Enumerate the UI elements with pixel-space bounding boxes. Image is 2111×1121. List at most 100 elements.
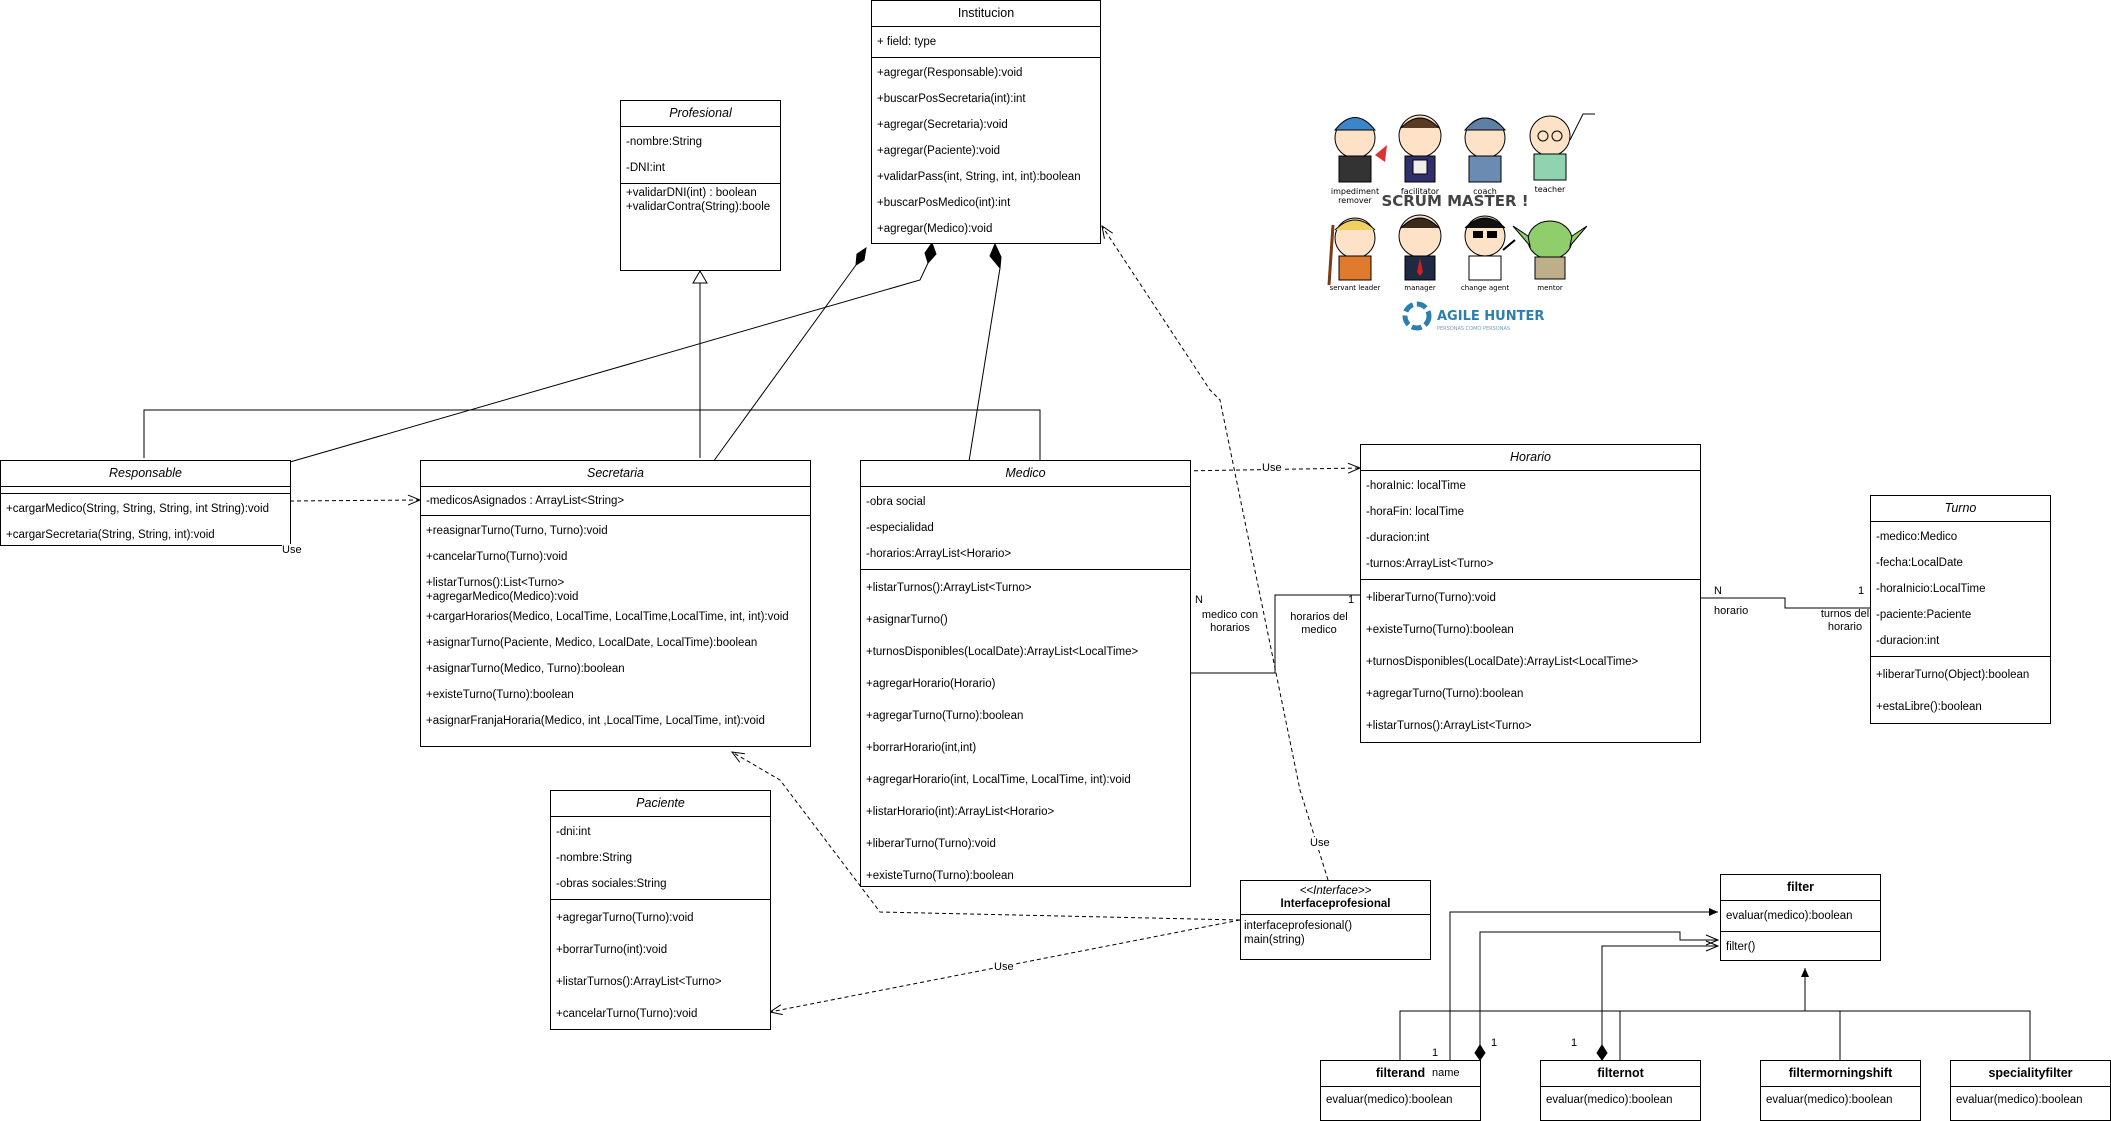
method: +cargarMedico(String, String, String, in… (6, 503, 270, 515)
filterand-to-filter (1449, 908, 1718, 1060)
role-label: turnos del horario (1820, 608, 1870, 633)
method: +listarTurnos():List<Turno> (426, 577, 565, 589)
fields-section: -obra social -especialidad -horarios:Arr… (861, 487, 1190, 570)
class-turno[interactable]: Turno -medico:Medico -fecha:LocalDate -h… (1870, 495, 2051, 724)
class-profesional[interactable]: Profesional -nombre:String -DNI:int +val… (620, 100, 781, 271)
field: -obra social (866, 496, 926, 508)
svg-text:AGILE HUNTER: AGILE HUNTER (1437, 309, 1544, 324)
method: +agregar(Paciente):void (877, 145, 1001, 157)
multiplicity-label: N (1195, 594, 1203, 606)
method: +asignarFranjaHoraria(Medico, int ,Local… (426, 715, 765, 727)
fields-section: + field: type (872, 27, 1100, 58)
methods-section: +liberarTurno(Turno):void +existeTurno(T… (1361, 580, 1700, 744)
use-label-responsable: Use (282, 544, 302, 557)
filterand-aggregation (1479, 931, 1718, 1048)
method: +agregarHorario(Horario) (866, 678, 996, 690)
method: +asignarTurno(Medico, Turno):boolean (426, 663, 625, 675)
dependency-medico-horario (1179, 468, 1360, 471)
methods-section: interfaceprofesional() main(string) (1241, 915, 1430, 947)
method: main(string) (1244, 934, 1305, 946)
class-name: Profesional (621, 101, 780, 127)
field: -obras sociales:String (556, 878, 667, 890)
class-institucion[interactable]: Institucion + field: type +agregar(Respo… (871, 0, 1101, 244)
class-horario[interactable]: Horario -horaInic: localTime -horaFin: l… (1360, 444, 1701, 743)
class-filtermorningshift[interactable]: filtermorningshift evaluar(medico):boole… (1760, 1060, 1921, 1121)
method: +turnosDisponibles(LocalDate):ArrayList<… (866, 646, 1139, 658)
class-responsable[interactable]: Responsable +cargarMedico(String, String… (0, 460, 291, 546)
use-label-interface-institucion: Use (1310, 837, 1330, 850)
class-secretaria[interactable]: Secretaria -medicosAsignados : ArrayList… (420, 460, 811, 747)
role-caption: impediment (1331, 187, 1379, 196)
class-name: Secretaria (421, 461, 810, 487)
method: evaluar(medico):boolean (1956, 1094, 2083, 1106)
method: +listarTurnos():ArrayList<Turno> (556, 976, 722, 988)
method: +turnosDisponibles(LocalDate):ArrayList<… (1366, 656, 1639, 668)
fields-section: evaluar(medico):boolean (1721, 901, 1880, 932)
method: +agregar(Responsable):void (877, 67, 1023, 79)
method: +cancelarTurno(Turno):void (556, 1008, 698, 1020)
agile-hunter-logo: AGILE HUNTER PERSONAS COMO PERSONAS (1402, 301, 1544, 332)
fields-section: -medicosAsignados : ArrayList<String> (421, 487, 810, 516)
role-label: horario (1714, 605, 1749, 617)
field: + field: type (877, 36, 937, 48)
class-name: Turno (1871, 496, 2050, 522)
multiplicity-label: 1 (1858, 585, 1865, 597)
method: +listarTurnos():ArrayList<Turno> (1366, 720, 1532, 732)
method: +liberarTurno(Object):boolean (1876, 669, 2030, 681)
class-name: filter (1721, 875, 1880, 901)
dependency-interface-secretaria (732, 752, 1241, 921)
role-caption: change agent (1461, 284, 1509, 292)
interface-header: <<Interface>> Interfaceprofesional (1241, 881, 1430, 915)
class-filternot[interactable]: filternot evaluar(medico):boolean (1540, 1060, 1701, 1121)
role-caption: facilitator (1401, 187, 1440, 196)
fields-section: -dni:int -nombre:String -obras sociales:… (551, 817, 770, 900)
class-name: Horario (1361, 445, 1700, 471)
class-interfaceprofesional[interactable]: <<Interface>> Interfaceprofesional inter… (1240, 880, 1431, 960)
class-name: Interfaceprofesional (1280, 898, 1391, 910)
method: +asignarTurno() (866, 614, 948, 626)
method: +agregarHorario(int, LocalTime, LocalTim… (866, 774, 1131, 786)
class-name: filterand (1321, 1061, 1480, 1087)
inheritance-triangle (692, 270, 708, 284)
role-label: horarios del medico (1290, 611, 1348, 636)
composition-medico (965, 267, 1001, 481)
method: +agregarTurno(Turno):boolean (866, 710, 1024, 722)
use-label-interface-paciente: Use (994, 961, 1014, 974)
fields-section (1, 487, 290, 494)
filternot-aggregation (1601, 946, 1718, 1048)
fields-section: -medico:Medico -fecha:LocalDate -horaIni… (1871, 522, 2050, 657)
class-medico[interactable]: Medico -obra social -especialidad -horar… (860, 460, 1191, 887)
method: +agregarMedico(Medico):void (426, 591, 579, 603)
role-caption: remover (1338, 196, 1372, 205)
method: +listarTurnos():ArrayList<Turno> (866, 582, 1032, 594)
field: -horarios:ArrayList<Horario> (866, 548, 1012, 560)
method: +agregarTurno(Turno):void (556, 912, 694, 924)
method: +cancelarTurno(Turno):void (426, 551, 568, 563)
field: -fecha:LocalDate (1876, 557, 1963, 569)
dependency-responsable-secretaria (289, 500, 420, 501)
field: -paciente:Paciente (1876, 609, 1972, 621)
field: -duracion:int (1876, 635, 1940, 647)
class-filter[interactable]: filter evaluar(medico):boolean filter() (1720, 874, 1881, 961)
field: -medicosAsignados : ArrayList<String> (426, 495, 625, 507)
multiplicity-label: 1 (1571, 1037, 1578, 1049)
character-servant-leader (1327, 217, 1376, 286)
class-specialityfilter[interactable]: specialityfilter evaluar(medico):boolean (1950, 1060, 2111, 1121)
method: +cargarHorarios(Medico, LocalTime, Local… (426, 611, 789, 623)
method: +existeTurno(Turno):boolean (1366, 624, 1514, 636)
method: evaluar(medico):boolean (1326, 1094, 1453, 1106)
method: evaluar(medico):boolean (1726, 910, 1853, 922)
field: -horaInicio:LocalTime (1876, 583, 1986, 595)
composition-responsable (289, 262, 929, 463)
class-paciente[interactable]: Paciente -dni:int -nombre:String -obras … (550, 790, 771, 1030)
role-caption: servant leader (1330, 284, 1381, 292)
method: +borrarHorario(int,int) (866, 742, 977, 754)
association-horario-turno (1700, 597, 1870, 609)
field: -horaFin: localTime (1366, 506, 1464, 518)
field: -duracion:int (1366, 532, 1430, 544)
method: +existeTurno(Turno):boolean (426, 689, 574, 701)
class-name: filternot (1541, 1061, 1700, 1087)
field: -turnos:ArrayList<Turno> (1366, 558, 1494, 570)
class-name: Responsable (1, 461, 290, 487)
